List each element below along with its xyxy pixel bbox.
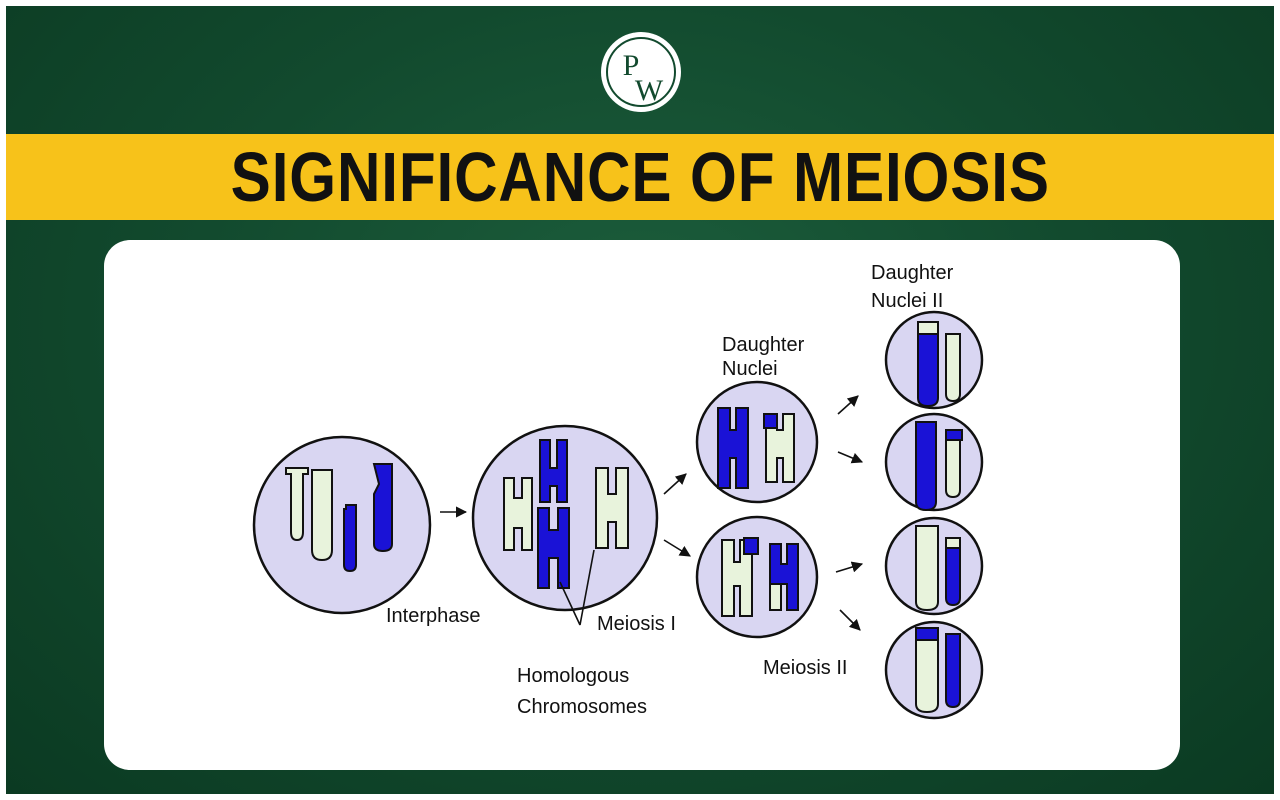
label-daughter-nuclei-ii-line-2: Nuclei II — [871, 290, 943, 312]
daughter-nucleus-ii-4 — [884, 620, 984, 720]
logo-letter-w: W — [635, 74, 664, 107]
meiosis-1-cell — [471, 424, 659, 626]
label-meiosis-2: Meiosis II — [763, 657, 847, 679]
daughter-nucleus-ii-3 — [884, 516, 984, 616]
daughter-nucleus-top — [695, 380, 819, 504]
logo-letter-p: P — [623, 49, 640, 82]
label-daughter-nuclei-line-1: Daughter — [722, 334, 805, 356]
title-banner: SIGNIFICANCE OF MEIOSIS — [6, 134, 1274, 220]
label-meiosis-1: Meiosis I — [597, 613, 676, 635]
daughter-nucleus-ii-2 — [884, 412, 984, 512]
label-homologous-line-2: Chromosomes — [517, 696, 647, 718]
label-daughter-nuclei-ii-line-1: Daughter — [871, 262, 954, 284]
page-title: SIGNIFICANCE OF MEIOSIS — [230, 138, 1050, 216]
label-homologous-line-1: Homologous — [517, 665, 629, 687]
pw-logo-icon: P W — [601, 32, 681, 112]
label-daughter-nuclei-line-2: Nuclei — [722, 358, 778, 380]
label-interphase: Interphase — [386, 605, 481, 627]
daughter-nucleus-ii-1 — [884, 310, 984, 410]
daughter-nucleus-bottom — [695, 515, 819, 639]
interphase-cell — [252, 435, 432, 615]
